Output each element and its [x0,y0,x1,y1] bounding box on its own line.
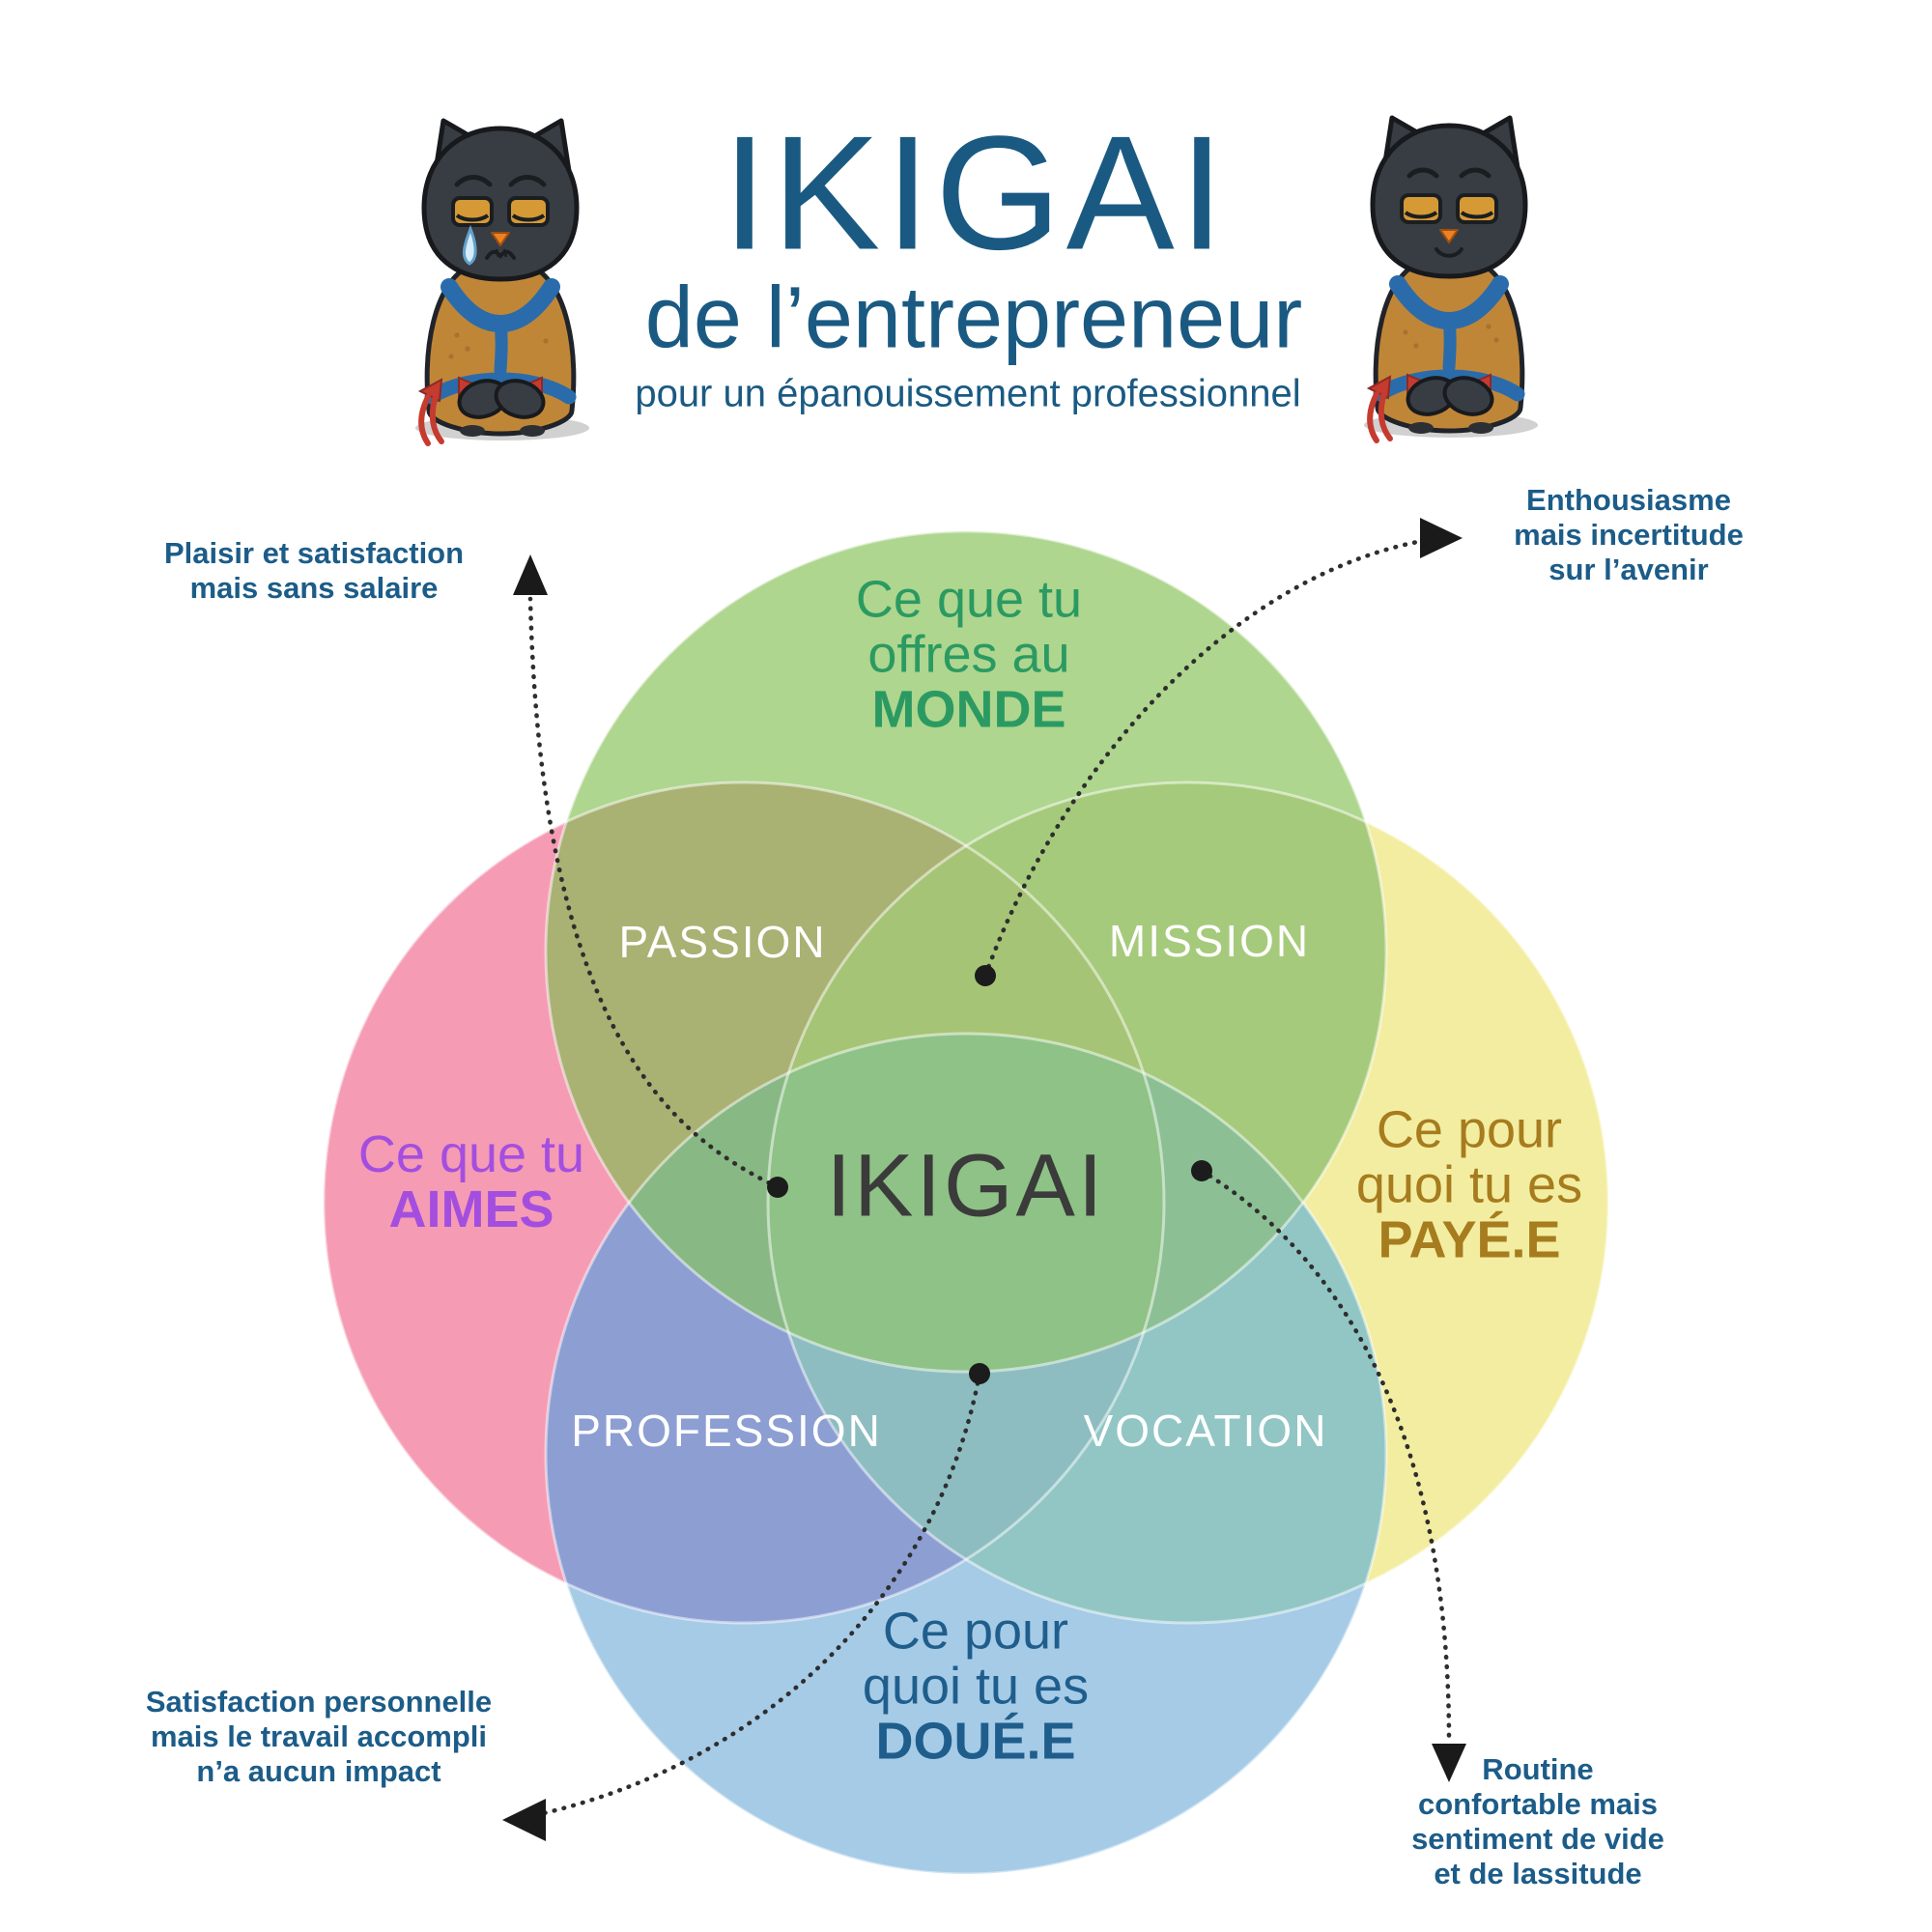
origin-dot-mission-side [975,965,996,986]
circle-label-paye: Ce pour quoi tu es PAYÉ.E [1355,1100,1583,1269]
sad-cat-illustration [415,118,589,446]
annotation-line: mais sans salaire [189,571,439,605]
connector-bottom-right [1199,1168,1452,1744]
closed-eyelid [1404,211,1438,219]
sad-brow-left [454,175,493,187]
annotation-bottom-left: Satisfaction personnelle mais le travail… [146,1685,492,1789]
dotted-connectors [519,536,1452,1821]
closed-eyelid [511,213,546,222]
cat-foot-right [520,425,545,437]
annotation-line: confortable mais [1417,1787,1659,1821]
sad-brow-right [508,175,547,187]
arrowhead-right-icon [1420,518,1463,558]
origin-dot-vocation-side [1191,1160,1212,1181]
blue-scarf-tail [1442,312,1457,374]
cat-head [1370,123,1528,279]
happy-brow-right [1459,167,1492,179]
circle-label-monde: Ce que tu offres au MONDE [855,570,1083,739]
circle-outlines [322,529,1610,1876]
connector-bottom-left [519,1371,982,1821]
origin-dot-profession-side [969,1363,990,1384]
robe-freckles [1403,324,1499,349]
region-left-lens [546,1034,1164,1372]
closed-eyelid [1460,211,1494,219]
circle-label-aimes: Ce que tu AIMES [358,1127,584,1237]
cat-foot-left [460,425,485,437]
ribbon-tail [1378,393,1393,441]
doue-line-1: Ce pour [882,1602,1069,1661]
blue-scarf-tail [494,315,508,377]
annotation-top-right: Enthousiasme mais incertitude sur l’aven… [1514,483,1744,587]
annotation-line: Enthousiasme [1526,483,1731,517]
paye-line-1: Ce pour [1376,1100,1563,1159]
page-tagline: pour un épanouissement professionnel [635,372,1301,415]
connector-top-left [527,596,781,1190]
annotation-top-left: Plaisir et satisfaction mais sans salair… [164,536,464,606]
ribbon-tail [418,394,431,446]
monde-line-2: offres au [867,625,1070,684]
doue-emphasis: DOUÉ.E [875,1712,1076,1771]
paye-emphasis: PAYÉ.E [1378,1210,1561,1269]
overlap-label-vocation: VOCATION [1083,1406,1328,1456]
ribbon-tail [1367,391,1379,443]
robe-blue-hem [1373,369,1525,402]
ribbon-tail [429,396,444,444]
connector-arrowheads [502,518,1466,1841]
mouth-hatching [495,248,508,258]
cat-foot-right [1468,422,1493,434]
tear-drop [463,224,477,266]
robe-freckles [448,332,549,359]
aimes-emphasis: AIMES [388,1180,554,1238]
region-top-lens [768,782,1164,1372]
cat-nose [1439,229,1459,243]
monde-emphasis: MONDE [871,680,1066,739]
region-bottom-lens [768,1034,1164,1623]
overlap-label-passion: PASSION [618,917,827,967]
content-cat-illustration [1364,115,1538,443]
annotation-line: sentiment de vide [1411,1822,1664,1856]
annotation-line: Satisfaction personnelle [145,1685,493,1719]
circle-label-doue: Ce pour quoi tu es DOUÉ.E [862,1602,1090,1771]
annotation-line: Routine [1482,1752,1594,1786]
connector-origin-dots [767,965,1212,1384]
annotation-line: Plaisir et satisfaction [163,536,465,570]
smile-mouth [1435,247,1463,258]
monde-line-1: Ce que tu [855,570,1083,629]
arrowhead-down-icon [1432,1744,1466,1782]
annotation-line: et de lassitude [1434,1857,1642,1890]
cat-foot-left [1408,422,1434,434]
cat-paw-right [1442,376,1494,416]
cat-head [421,126,580,282]
page-subtitle: de l’entrepreneur [644,270,1303,367]
doue-line-2: quoi tu es [862,1657,1090,1716]
cat-nose [491,232,510,246]
robe-blue-hem [424,372,577,405]
annotation-line: mais incertitude [1514,518,1744,552]
page-title: IKIGAI [722,101,1230,284]
center-label-ikigai: IKIGAI [826,1136,1106,1236]
aimes-line-1: Ce que tu [357,1125,585,1183]
overlap-label-mission: MISSION [1108,916,1311,966]
closed-eyelid [455,213,490,222]
annotation-line: sur l’avenir [1548,553,1709,586]
happy-brow-left [1406,167,1439,179]
annotation-line: n’a aucun impact [196,1754,441,1788]
cat-paw-right [494,379,546,419]
arrowhead-up-icon [513,554,548,595]
arrowhead-left-icon [502,1799,546,1841]
origin-dot-passion-side [767,1177,788,1198]
overlap-label-profession: PROFESSION [571,1406,882,1456]
sad-mouth [485,249,516,260]
region-right-lens [768,1034,1386,1372]
paye-line-2: quoi tu es [1355,1155,1583,1214]
annotation-line: mais le travail accompli [150,1719,488,1753]
connector-top-right [982,536,1436,979]
annotation-bottom-right: Routine confortable mais sentiment de vi… [1411,1752,1664,1891]
